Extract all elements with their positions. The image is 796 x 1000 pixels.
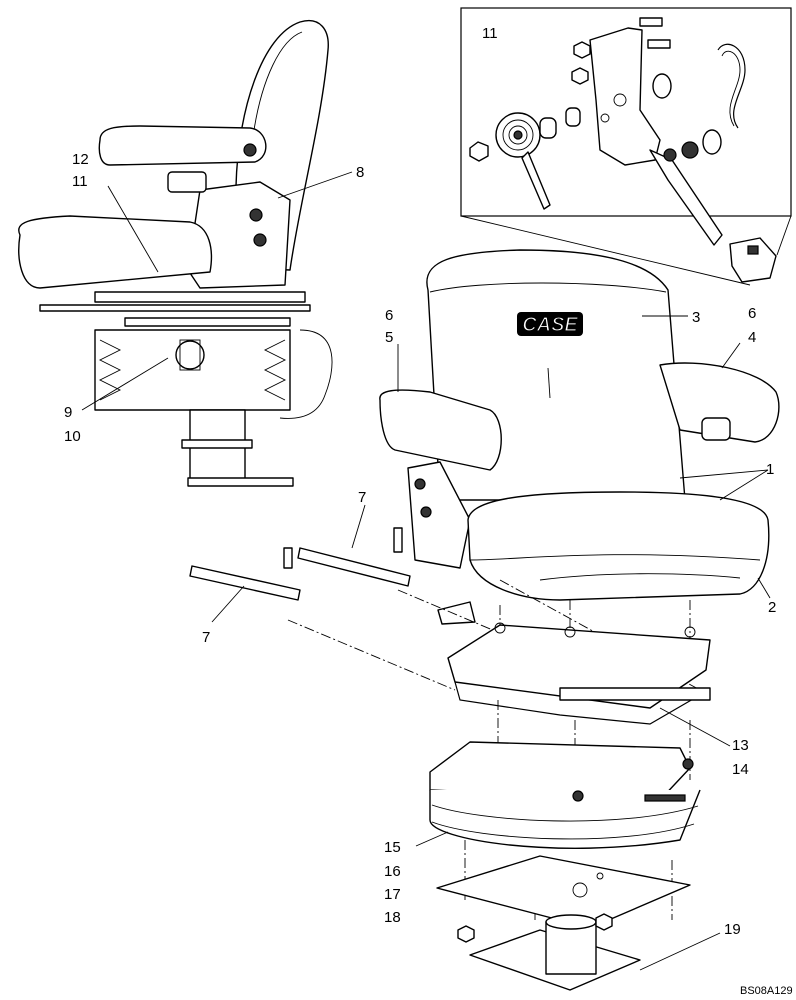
callout-18: 18 [384, 909, 401, 926]
seat-slide-plate [447, 622, 711, 725]
main-seat: CASE [379, 249, 780, 601]
brand-logo: CASE [522, 314, 578, 336]
leader-lines [81, 171, 771, 971]
callout-15: 15 [384, 839, 401, 856]
callout-8: 8 [356, 164, 364, 181]
callout-11: 11 [72, 173, 88, 190]
side-view-seat [18, 19, 333, 487]
callout-5: 5 [385, 329, 393, 346]
callout-3: 3 [692, 309, 700, 326]
drawing-code: BS08A129 [740, 985, 793, 997]
suspension-base [429, 741, 701, 849]
callout-4: 4 [748, 329, 756, 346]
callout-16: 16 [384, 863, 401, 880]
callout-17: 17 [384, 886, 401, 903]
callout-12: 12 [72, 151, 89, 168]
armrest-adjust-mechanism [469, 17, 777, 283]
callout-10: 10 [64, 428, 81, 445]
case-logo-badge [517, 312, 583, 336]
callout-7-upper: 7 [358, 489, 366, 506]
callout-1: 1 [766, 461, 774, 478]
callout-2: 2 [768, 599, 776, 616]
callout-6-right: 6 [748, 305, 756, 322]
callout-11-detail: 11 [482, 25, 498, 42]
callout-6-left: 6 [385, 307, 393, 324]
detail-inset-frame [460, 7, 792, 286]
callout-9: 9 [64, 404, 72, 421]
callout-7-lower: 7 [202, 629, 210, 646]
callout-19: 19 [724, 921, 741, 938]
mounting-plates [436, 855, 691, 991]
callout-13: 13 [732, 737, 749, 754]
support-straps [189, 527, 476, 625]
callout-14: 14 [732, 761, 749, 778]
